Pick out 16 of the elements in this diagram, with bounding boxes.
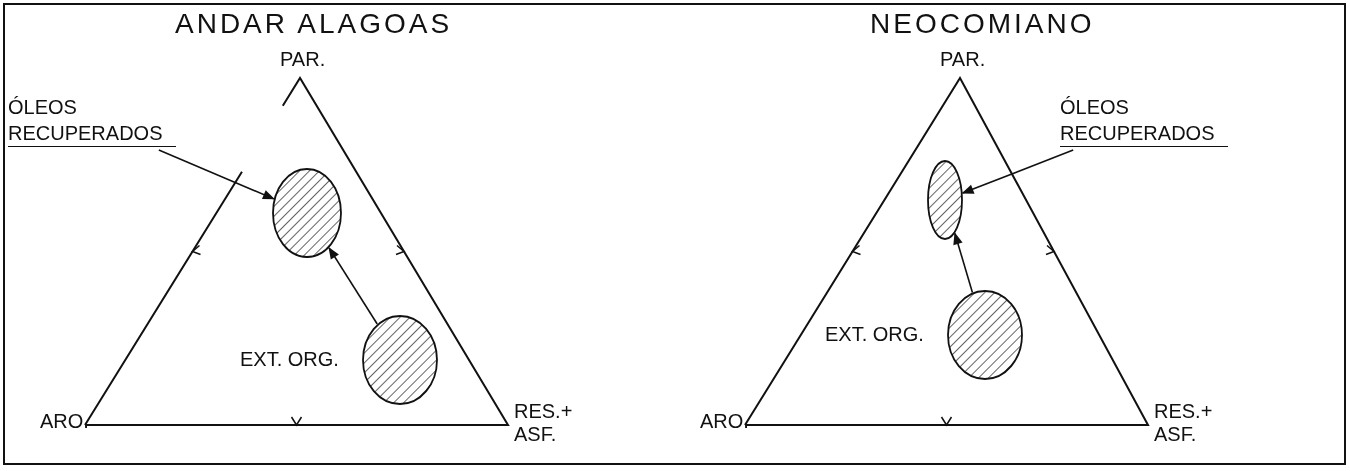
callout-label: ÓLEOS RECUPERADOS (1060, 94, 1228, 147)
vertex-label: PAR. (280, 48, 326, 71)
ellipse-label: EXT. ORG. (240, 348, 339, 371)
panel-title: NEOCOMIANO (870, 8, 1095, 41)
vertex-label: RES.+ ASF. (1154, 400, 1214, 446)
vertex-label: RES.+ ASF. (514, 400, 574, 446)
leader-line (158, 149, 275, 200)
arrow (953, 232, 974, 294)
vertex-label: ARO. (700, 410, 749, 433)
panel-title: ANDAR ALAGOAS (175, 8, 453, 41)
arrow (328, 246, 379, 325)
vertex-label: ARO. (40, 410, 89, 433)
leader-line (961, 149, 1074, 194)
callout-label: ÓLEOS RECUPERADOS (8, 94, 176, 147)
ellipse-label: EXT. ORG. (825, 323, 924, 346)
vertex-label: PAR. (940, 48, 986, 71)
